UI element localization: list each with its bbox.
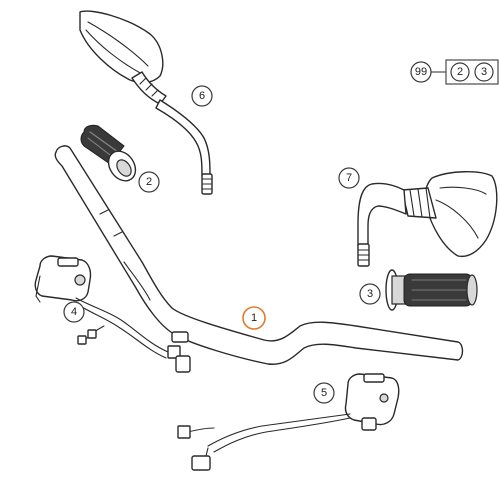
callout-2-label: 2 [146, 176, 152, 188]
part-2-left-grip[interactable] [80, 124, 141, 186]
callout-3-label: 3 [367, 288, 373, 300]
callout-4[interactable] [63, 301, 85, 323]
part-3-right-grip[interactable] [385, 269, 478, 311]
callout-3[interactable] [359, 283, 381, 305]
kit-item-label: 3 [481, 66, 487, 78]
callout-1-label: 1 [251, 312, 257, 324]
part-5-right-switch[interactable] [177, 373, 400, 471]
callout-7-label: 7 [346, 172, 352, 184]
callout-4-label: 4 [71, 306, 77, 318]
kit-reference[interactable]: 99 2 3 [410, 59, 499, 85]
part-7-right-mirror[interactable] [357, 171, 498, 267]
kit-item-callout[interactable] [450, 62, 470, 82]
part-4-left-switch[interactable] [34, 255, 191, 373]
kit-item-label: 2 [457, 66, 463, 78]
kit-label: 99 [415, 66, 427, 78]
part-6-left-mirror[interactable] [79, 10, 213, 195]
callout-6-label: 6 [199, 90, 205, 102]
callout-7[interactable] [338, 167, 360, 189]
callout-5-label: 5 [321, 387, 327, 399]
callout-5[interactable] [313, 382, 335, 404]
kit-item-callout[interactable] [474, 62, 494, 82]
callout-6[interactable] [191, 85, 213, 107]
callout-1-highlighted[interactable] [242, 306, 266, 330]
part-1-handlebar[interactable] [54, 145, 464, 365]
callout-2[interactable] [138, 171, 160, 193]
